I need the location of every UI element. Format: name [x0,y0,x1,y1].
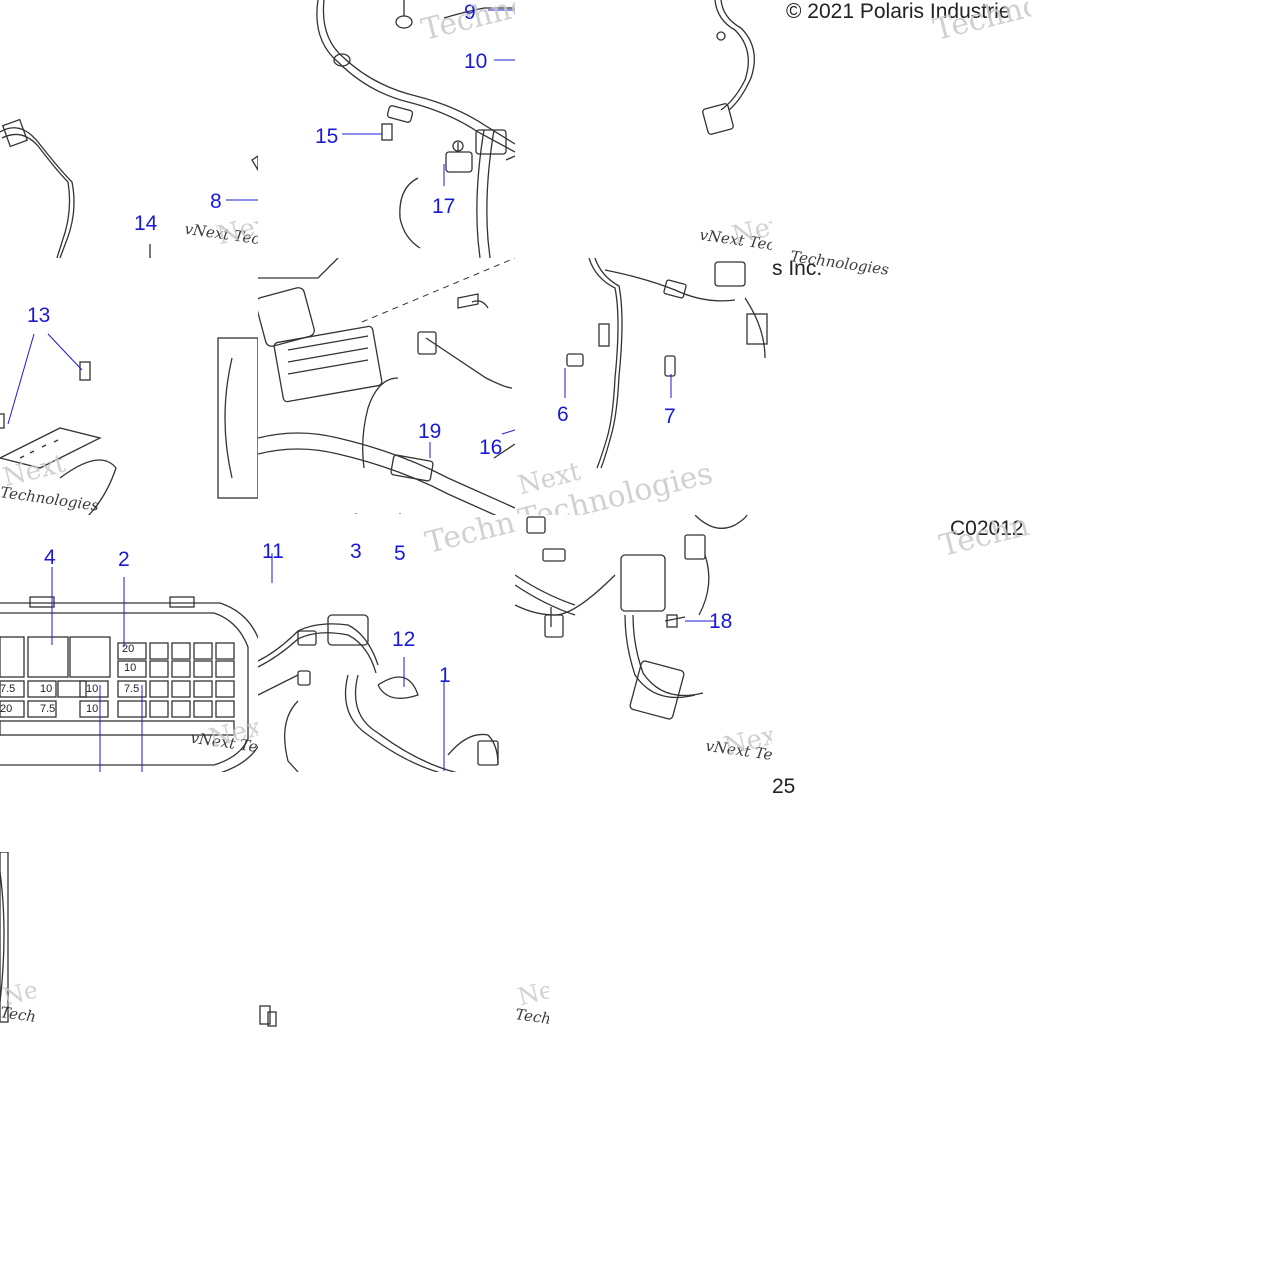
connector-illustration [702,0,755,135]
diagram-fragment-lower-middle [258,1000,282,1030]
callout-12: 12 [392,628,416,651]
diagram-tile-center: 19 16 [258,258,515,515]
diagram-tile-middle-right: 6 7 Next Technologies [515,258,772,515]
fuse-rating-label: 10 [40,683,53,695]
callout-3: 3 [350,540,362,563]
callout-10: 10 [464,50,488,73]
figure-code: C02012 [950,517,1024,540]
callout-8: 8 [210,190,222,213]
diagram-tile-bottom-left: 20 10 7.5 10 10 7.5 20 7.5 10 4 2 vNext … [0,515,258,772]
callout-19: 19 [418,420,442,443]
fuse-rating-label: 10 [124,662,137,674]
fuse-rating-label: 20 [122,643,135,655]
diagram-tile-middle-left: 13 Technologies Next [0,258,258,515]
callout-18: 18 [709,610,733,633]
fuse-panel-illustration [0,567,258,772]
diagram-tile-bottom-middle: 11 12 1 Technologies [258,515,515,772]
callout-14: 14 [134,212,158,235]
copyright-notice: © 2021 Polaris Industrie [786,1,1011,22]
diagram-fragment-lower-right: Next Technologies [515,980,549,1030]
fuse-rating-label: 7.5 [0,683,16,695]
fuse-label-illustration [0,333,258,515]
watermark-next: Next [515,980,549,1012]
callout-2: 2 [118,548,130,571]
fuse-box-harness-illustration [258,258,515,515]
callout-15: 15 [315,125,339,148]
fuse-rating-label: 7.5 [124,683,140,695]
fuse-rating-label: 7.5 [40,703,56,715]
callout-13: 13 [27,304,51,327]
diagram-tile-top-right: vNext Technologies Next [515,0,772,258]
diagram-tile-bottom-right: 18 vNext Technologies Next [515,515,772,772]
callout-9: 9 [464,1,476,24]
relay-harness-illustration [515,515,748,720]
callout-6: 6 [557,403,569,426]
fuse-rating-label: 10 [86,703,99,715]
harness-wire-illustration [0,118,258,258]
clip-icon [259,1005,277,1027]
callout-4: 4 [44,546,56,569]
callout-1: 1 [439,664,451,687]
callout-5: 5 [394,542,406,565]
callout-7: 7 [664,405,676,428]
diagram-tile-top-middle: 9 10 15 17 Technologies [258,0,515,258]
diagram-tile-top-left: 14 8 vNext Technologies Next [0,0,258,258]
sensor-harness-illustration [564,258,768,469]
panel-edge-illustration [0,852,9,1023]
diagram-fragment-lower-left: Next Technologies [0,852,36,1028]
ground-cable-illustration [316,0,515,258]
callout-16: 16 [479,436,503,459]
fuse-rating-label: 10 [86,683,99,695]
callout-11: 11 [262,540,284,563]
callout-17: 17 [432,195,456,218]
copyright-notice-tail: s Inc. [772,257,823,280]
fuse-rating-label: 20 [0,703,13,715]
page-number: 25 [772,775,796,798]
watermark-text: Technologies [515,1005,549,1030]
main-harness-illustration [258,553,499,772]
